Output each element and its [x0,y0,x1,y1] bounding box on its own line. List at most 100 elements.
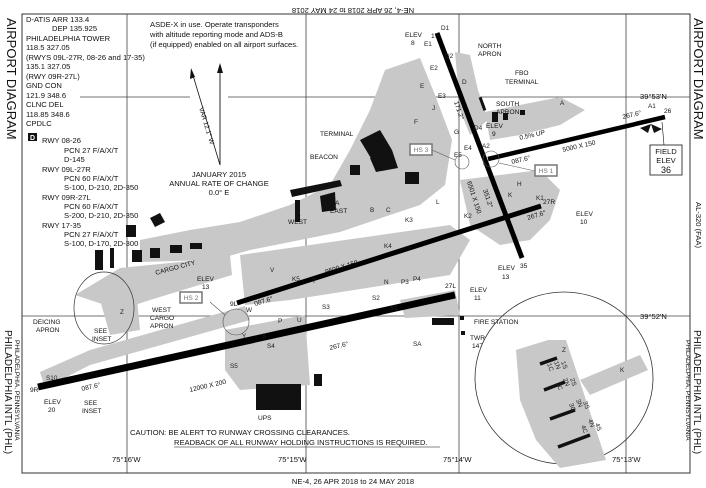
svg-text:PCN 27 F/A/X/T: PCN 27 F/A/X/T [64,230,119,239]
hot-spot-hs3[interactable]: HS 3 [409,143,470,170]
magnetic-north-arrow-icon [190,68,195,79]
asde-note: ASDE-X in use. Operate transponders with… [149,20,298,49]
svg-text:(RWYS 09L-27R, 08-26 and 17-35: (RWYS 09L-27R, 08-26 and 17-35) [26,53,145,62]
svg-text:APRON: APRON [496,109,520,116]
field-elev-label: FIELD [655,147,677,156]
svg-text:CLNC DEL: CLNC DEL [26,100,64,109]
svg-text:1S: 1S [559,360,568,370]
svg-text:HS 1: HS 1 [539,168,554,175]
svg-text:S1: S1 [390,305,398,312]
svg-text:K1: K1 [536,195,544,202]
svg-text:ASDE-X in use. Operate transpo: ASDE-X in use. Operate transponders [150,20,279,29]
svg-text:S5: S5 [230,363,238,370]
svg-text:PHILADELPHIA TOWER: PHILADELPHIA TOWER [26,34,111,43]
svg-text:TERMINAL: TERMINAL [505,79,539,86]
svg-text:S10: S10 [46,375,58,382]
svg-text:EAST: EAST [330,208,347,215]
hot-spot-hs2[interactable]: HS 2 [179,291,250,336]
runway-end-17: 17 [431,33,439,40]
svg-text:20: 20 [48,407,56,414]
airport-name-right: PHILADELPHIA INTL (PHL) [691,330,702,454]
svg-text:INSET: INSET [82,408,101,415]
runway-26-hdg: 267.6° [622,109,643,121]
svg-text:13: 13 [202,284,210,291]
svg-text:135.1 327.05: 135.1 327.05 [26,62,70,71]
svg-text:D2: D2 [445,53,454,60]
runway-27l-hdg: 267.6° [329,340,350,352]
svg-text:K: K [508,192,513,199]
svg-text:C: C [386,207,391,214]
svg-text:VAR 12.1° W: VAR 12.1° W [197,106,216,146]
deicing-inset-ring [73,271,135,345]
runway-17-35[interactable] [434,32,525,259]
runway-09l-27r[interactable] [236,203,542,306]
svg-text:A1: A1 [648,103,656,110]
runway-end-27r: 27R [543,199,555,206]
svg-text:(RWY 09R-27L): (RWY 09R-27L) [26,72,80,81]
svg-text:GND CON: GND CON [26,81,62,90]
svg-text:T: T [312,278,316,285]
svg-text:D-ATIS ARR 133.4: D-ATIS ARR 133.4 [26,15,89,24]
svg-text:SOUTH: SOUTH [496,101,519,108]
svg-text:DEICING: DEICING [33,319,60,326]
svg-text:S-200, D-210, 2D-350: S-200, D-210, 2D-350 [64,211,138,220]
svg-text:Z: Z [120,309,124,316]
runway-08-hdg: 087.6° [511,154,532,166]
magnetic-north-arrow: VAR 12.1° W [190,63,223,166]
svg-text:118.5 327.05: 118.5 327.05 [26,43,70,52]
true-north-arrow-icon [217,63,223,73]
variation-date: JANUARY 2015 [192,170,246,179]
svg-text:D1: D1 [441,25,450,32]
svg-text:121.9 348.6: 121.9 348.6 [26,91,66,100]
field-elevation-box [649,144,683,176]
runway-08-26[interactable] [487,114,666,162]
taxiway-labels: D1 D2 E1 E2 E3 E4 E5 E D D4 G J F K K1 K… [46,25,656,382]
svg-text:A2: A2 [482,143,490,150]
effective-dates-top: NE-4, 26 APR 2018 to 24 MAY 2018 [292,6,414,15]
svg-text:E2: E2 [430,65,438,72]
field-elev-value: 36 [661,165,671,175]
svg-text:K: K [620,367,625,374]
lat-label: 39°52'N [640,312,667,321]
svg-text:3S: 3S [581,400,590,410]
svg-text:147: 147 [472,343,483,350]
svg-text:(if equipped) enabled on all a: (if equipped) enabled on all airport sur… [150,40,298,49]
svg-text:S2: S2 [372,295,380,302]
svg-text:NORTH: NORTH [478,43,502,50]
svg-text:HS 2: HS 2 [184,295,199,302]
pavement-areas [40,52,585,390]
svg-text:9: 9 [492,131,496,138]
svg-text:3N: 3N [574,398,584,408]
hot-spot-hs1[interactable]: HS 1 [482,150,558,177]
lat-label: 39°53'N [640,92,667,101]
svg-text:RWY 17-35: RWY 17-35 [42,221,81,230]
svg-text:N: N [384,279,389,286]
airport-location-left: PHILADELPHIA, PENNSYLVANIA [13,340,20,441]
svg-text:U: U [297,317,302,324]
buildings [95,96,662,410]
svg-text:DEP 135.925: DEP 135.925 [52,24,97,33]
diagram-frame [21,13,691,474]
svg-text:W: W [246,307,253,314]
svg-text:1C: 1C [545,362,555,372]
svg-text:3C: 3C [567,402,577,412]
svg-text:ELEV: ELEV [405,32,422,39]
frequency-block: D-ATIS ARR 133.4 DEP 135.925 PHILADELPHI… [26,15,145,128]
deicing-inset: 1N 1S 1C 2N 2S 2C 3N 3S 3C 4N 4S 4C Z K [474,291,654,468]
svg-text:4N: 4N [586,418,596,428]
svg-text:11: 11 [474,295,481,302]
svg-text:F: F [414,119,418,126]
svg-text:K4: K4 [384,243,392,250]
airport-location-right: PHILADELPHIA, PENNSYLVANIA [684,340,691,441]
runway-strength-block: RWY 08-26 PCN 27 F/A/X/T D-145 RWY 09L-2… [42,136,138,248]
svg-text:P: P [278,318,282,325]
svg-text:S-100, D-170, 2D-300: S-100, D-170, 2D-300 [64,239,138,248]
svg-text:CPDLC: CPDLC [26,119,52,128]
chart-number: AL-320 (FAA) [694,202,703,248]
svg-text:RWY 08-26: RWY 08-26 [42,136,81,145]
windsock-icon [640,124,651,133]
runway-09r-27l[interactable] [37,291,456,391]
datalink-badge [28,133,37,141]
caution-note-readback: READBACK OF ALL RUNWAY HOLDING INSTRUCTI… [174,438,428,447]
